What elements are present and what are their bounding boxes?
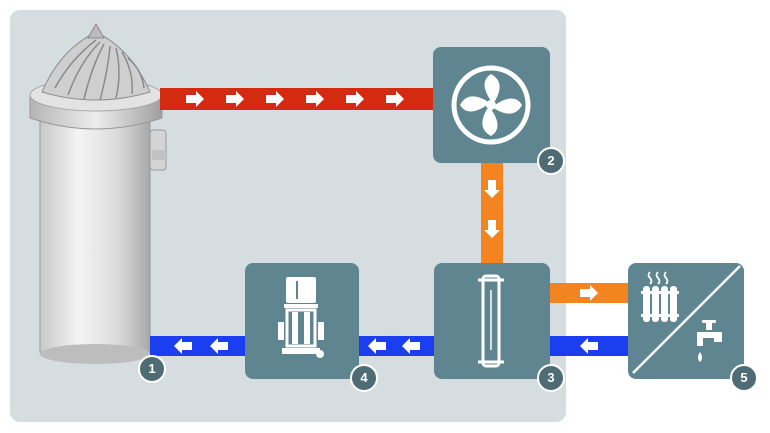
flow-arrow: [580, 285, 598, 301]
flow-arrow: [402, 338, 420, 354]
flow-arrow: [306, 91, 324, 107]
radiator-icon: [641, 271, 679, 322]
flow-arrows: [174, 91, 598, 354]
consumer-divider: [632, 265, 741, 374]
compressor: [29, 22, 167, 364]
fan-icon: [451, 65, 531, 145]
flow-arrow: [186, 91, 204, 107]
pump-box: [245, 263, 359, 379]
flow-arrow: [174, 338, 192, 354]
badge-fan-cooler: 2: [537, 147, 565, 175]
flow-arrow: [484, 220, 500, 238]
flow-arrow: [346, 91, 364, 107]
cold-pipe-pump-to-compressor: [150, 336, 246, 356]
flow-arrow: [226, 91, 244, 107]
flow-arrow: [580, 338, 598, 354]
heat-exchanger-box: [434, 263, 550, 379]
badge-compressor: 1: [138, 355, 166, 383]
flow-arrow: [266, 91, 284, 107]
badge-pump: 4: [350, 364, 378, 392]
badge-heat-exchanger: 3: [537, 364, 565, 392]
flow-arrow: [484, 180, 500, 198]
flow-arrow: [210, 338, 228, 354]
hot-pipe: [160, 88, 435, 110]
cold-pipe-hx-to-pump: [358, 336, 436, 356]
pump-icon: [278, 277, 324, 358]
warm-pipe-vertical: [481, 163, 503, 263]
flow-arrow: [368, 338, 386, 354]
tap-icon: [697, 320, 722, 362]
badge-heat-consumer: 5: [730, 364, 758, 392]
flow-arrow: [386, 91, 404, 107]
heat-exchanger-icon: [478, 274, 504, 368]
